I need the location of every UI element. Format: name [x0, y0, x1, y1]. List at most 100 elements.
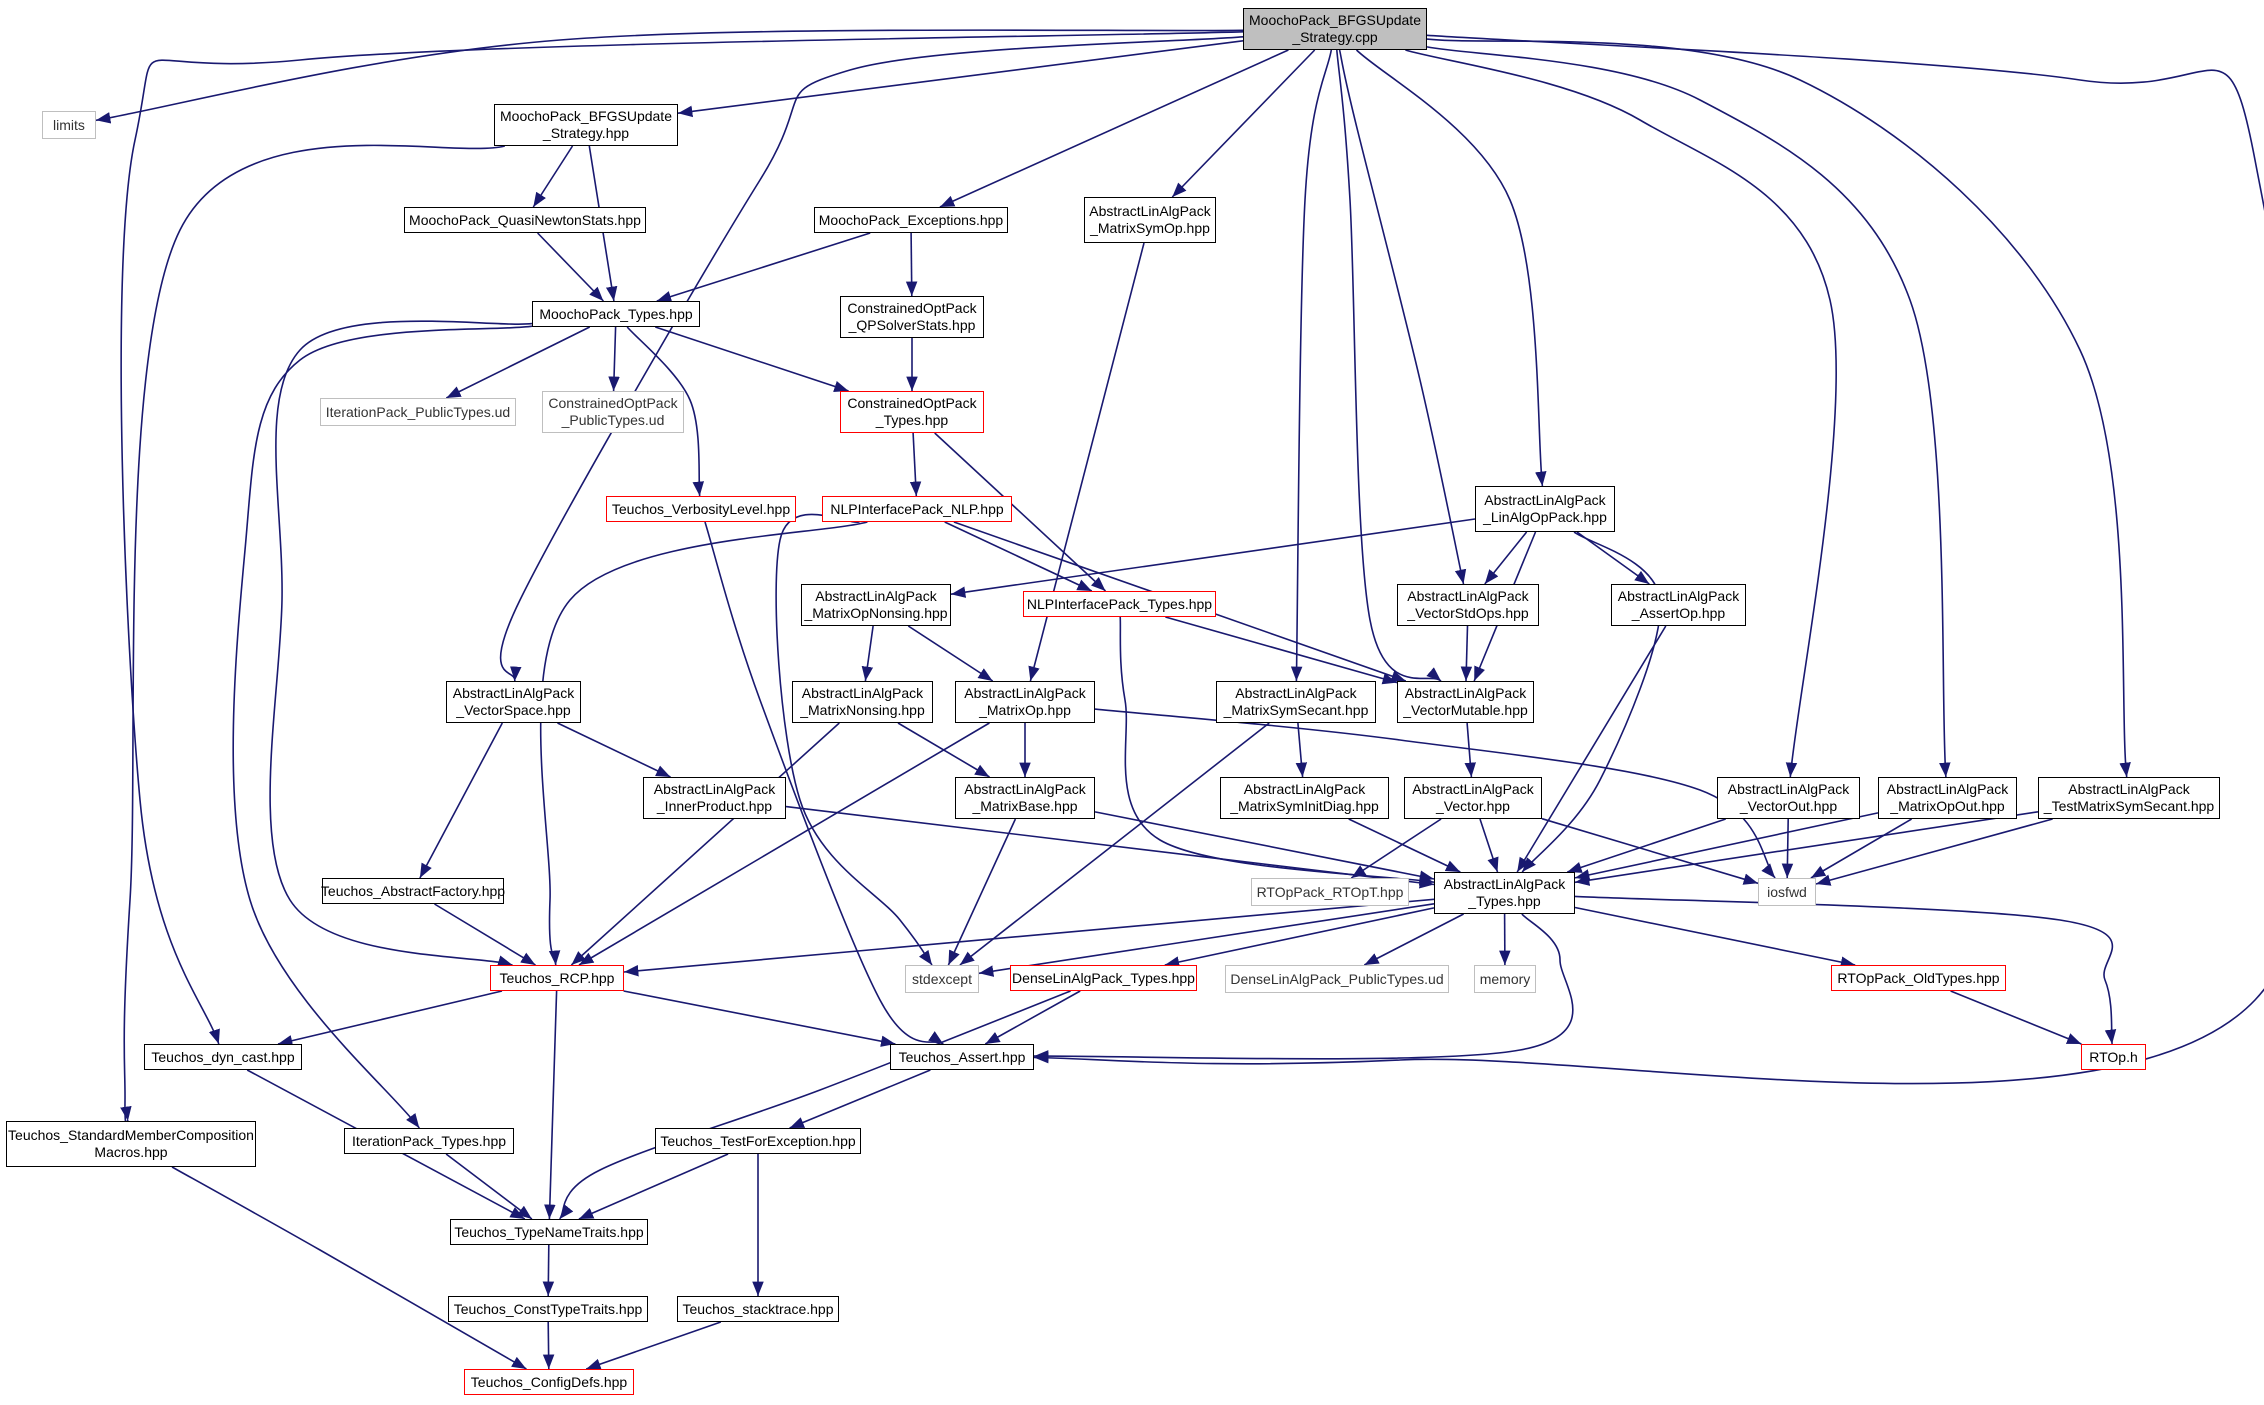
edge-rcp-to-dyncast [277, 990, 503, 1047]
edge-stack-to-cfg [585, 1321, 722, 1370]
node-type-name-traits[interactable]: Teuchos_TypeNameTraits.hpp [450, 1219, 648, 1245]
edge-mtypes-to-ittypes [232, 325, 533, 1129]
edge-root-to-vout [1405, 49, 1838, 778]
edge-bfgsh-to-qns [532, 145, 574, 208]
edge-mtypes-to-cotypes [655, 326, 849, 392]
node-dense-lin-alg-types[interactable]: DenseLinAlgPack_Types.hpp [1010, 965, 1197, 991]
edge-root-to-vstdops [1338, 49, 1467, 585]
node-vector-std-ops[interactable]: AbstractLinAlgPack _VectorStdOps.hpp [1397, 584, 1539, 626]
node-stacktrace[interactable]: Teuchos_stacktrace.hpp [677, 1296, 839, 1322]
edge-msymsec-to-stdexc [959, 722, 1270, 966]
node-limits: limits [42, 111, 96, 139]
node-quasi-newton-stats[interactable]: MoochoPack_QuasiNewtonStats.hpp [404, 207, 646, 233]
node-iteration-types[interactable]: IterationPack_Types.hpp [344, 1128, 514, 1154]
edge-nlptypes-to-vmut [1165, 616, 1398, 685]
node-memory: memory [1474, 965, 1536, 993]
edge-ittypes-to-tnt [445, 1153, 533, 1220]
edge-ctt-to-cfg [542, 1321, 555, 1370]
edge-vstdops-to-vmut [1460, 625, 1473, 682]
edge-vec-to-altypes [1479, 818, 1499, 873]
edge-monons-to-mnons [861, 625, 874, 682]
node-abstract-lin-alg-types[interactable]: AbstractLinAlgPack _Types.hpp [1434, 872, 1575, 914]
node-vector[interactable]: AbstractLinAlgPack _Vector.hpp [1404, 777, 1542, 819]
node-moocho-exceptions[interactable]: MoochoPack_Exceptions.hpp [814, 207, 1008, 233]
node-vector-space[interactable]: AbstractLinAlgPack _VectorSpace.hpp [446, 681, 581, 723]
node-matrix-op[interactable]: AbstractLinAlgPack _MatrixOp.hpp [955, 681, 1095, 723]
edge-altypes-to-dlapub [1363, 913, 1464, 966]
edge-root-to-bfgsh [677, 40, 1244, 118]
node-vector-out[interactable]: AbstractLinAlgPack _VectorOut.hpp [1717, 777, 1860, 819]
node-matrix-nonsing[interactable]: AbstractLinAlgPack _MatrixNonsing.hpp [792, 681, 933, 723]
node-dense-lin-alg-public-types: DenseLinAlgPack_PublicTypes.ud [1225, 965, 1449, 993]
edge-oldtypes-to-rtoph [1950, 990, 2082, 1045]
node-qp-solver-stats[interactable]: ConstrainedOptPack _QPSolverStats.hpp [840, 296, 984, 338]
node-nlp-interface-types[interactable]: NLPInterfacePack_Types.hpp [1023, 591, 1216, 617]
edge-mtypes-to-copub [608, 326, 620, 392]
node-inner-product[interactable]: AbstractLinAlgPack _InnerProduct.hpp [643, 777, 786, 819]
edge-root-to-limits [95, 29, 1244, 124]
node-root-file[interactable]: MoochoPack_BFGSUpdate _Strategy.cpp [1243, 8, 1427, 50]
edge-nlp-to-stdexc [775, 513, 933, 966]
node-rtop-h[interactable]: RTOp.h [2081, 1044, 2146, 1070]
edge-qns-to-mtypes [537, 232, 604, 302]
node-matrix-sym-op[interactable]: AbstractLinAlgPack _MatrixSymOp.hpp [1084, 197, 1216, 243]
edge-mop-to-rcp [578, 722, 990, 966]
edge-root-to-vspace [499, 36, 1244, 682]
node-abstract-factory[interactable]: Teuchos_AbstractFactory.hpp [321, 878, 505, 904]
edge-altypes-to-rcp [623, 898, 1435, 977]
edge-vspace-to-absfac [419, 722, 504, 879]
edge-vec-to-rtopt [1350, 818, 1442, 879]
edge-linalgop-to-vstdops [1484, 531, 1528, 585]
edge-cotypes-to-nlp [909, 432, 922, 497]
node-test-matrix-sym-secant[interactable]: AbstractLinAlgPack _TestMatrixSymSecant.… [2038, 777, 2220, 819]
edge-mopout-to-altypes [1574, 812, 1879, 881]
edge-vspace-to-inprod [557, 722, 671, 778]
edge-vmut-to-vec [1464, 722, 1476, 778]
node-verbosity-level[interactable]: Teuchos_VerbosityLevel.hpp [606, 496, 796, 522]
node-dyn-cast[interactable]: Teuchos_dyn_cast.hpp [144, 1044, 302, 1070]
node-lin-alg-op-pack[interactable]: AbstractLinAlgPack _LinAlgOpPack.hpp [1475, 486, 1615, 532]
node-matrix-op-out[interactable]: AbstractLinAlgPack _MatrixOpOut.hpp [1878, 777, 2017, 819]
edge-tassert-to-tfe [789, 1069, 931, 1129]
edge-exc-to-mtypes [656, 232, 871, 303]
node-rtop-old-types[interactable]: RTOpPack_OldTypes.hpp [1831, 965, 2006, 991]
node-const-type-traits[interactable]: Teuchos_ConstTypeTraits.hpp [448, 1296, 648, 1322]
edge-exc-to-qpss [905, 232, 918, 297]
edge-root-to-linalgop [1355, 49, 1547, 487]
node-rtop-pack-rtopt: RTOpPack_RTOpT.hpp [1251, 878, 1409, 906]
edge-rcp-to-tassert [623, 990, 896, 1047]
edge-absfac-to-rcp [434, 903, 536, 966]
edge-mopout-to-iosfwd [1810, 818, 1913, 879]
edge-root-to-tmss [1426, 38, 2131, 778]
edge-root-to-dyncast [120, 31, 1244, 1045]
edge-dlatypes-to-tnt [559, 990, 1071, 1220]
node-standard-member-composition-macros[interactable]: Teuchos_StandardMemberComposition Macros… [6, 1121, 256, 1167]
node-config-defs[interactable]: Teuchos_ConfigDefs.hpp [464, 1369, 634, 1395]
edge-tmss-to-iosfwd [1815, 818, 2053, 886]
edge-msymsec-to-msymid [1295, 722, 1308, 778]
node-matrix-base[interactable]: AbstractLinAlgPack _MatrixBase.hpp [955, 777, 1095, 819]
node-moocho-types[interactable]: MoochoPack_Types.hpp [532, 301, 700, 327]
node-matrix-sym-secant[interactable]: AbstractLinAlgPack _MatrixSymSecant.hpp [1216, 681, 1376, 723]
node-bfgs-update-strategy-hpp[interactable]: MoochoPack_BFGSUpdate _Strategy.hpp [494, 104, 678, 146]
node-teuchos-rcp[interactable]: Teuchos_RCP.hpp [490, 965, 624, 991]
edge-mtypes-to-itpub [445, 326, 591, 399]
edge-dlatypes-to-tassert [984, 990, 1081, 1045]
node-matrix-sym-init-diag[interactable]: AbstractLinAlgPack _MatrixSymInitDiag.hp… [1220, 777, 1389, 819]
edge-root-to-exc [939, 49, 1289, 208]
edge-altypes-to-tassert [1033, 913, 1574, 1062]
edge-tmss-to-altypes [1574, 811, 2039, 886]
node-matrix-op-nonsing[interactable]: AbstractLinAlgPack _MatrixOpNonsing.hpp [801, 584, 951, 626]
node-stdexcept: stdexcept [905, 965, 979, 993]
node-teuchos-assert[interactable]: Teuchos_Assert.hpp [890, 1044, 1034, 1070]
edge-nlp-to-nlptypes [944, 521, 1093, 592]
node-assert-op[interactable]: AbstractLinAlgPack _AssertOp.hpp [1611, 584, 1746, 626]
edge-root-to-mopout [1426, 46, 1951, 778]
node-nlp-interface-nlp[interactable]: NLPInterfacePack_NLP.hpp [822, 496, 1012, 522]
edge-altypes-to-oldtypes [1574, 906, 1856, 968]
node-constrained-opt-types[interactable]: ConstrainedOptPack _Types.hpp [840, 391, 984, 433]
node-test-for-exception[interactable]: Teuchos_TestForException.hpp [655, 1128, 861, 1154]
edge-mtypes-to-rcp [269, 320, 533, 967]
node-vector-mutable[interactable]: AbstractLinAlgPack _VectorMutable.hpp [1397, 681, 1534, 723]
